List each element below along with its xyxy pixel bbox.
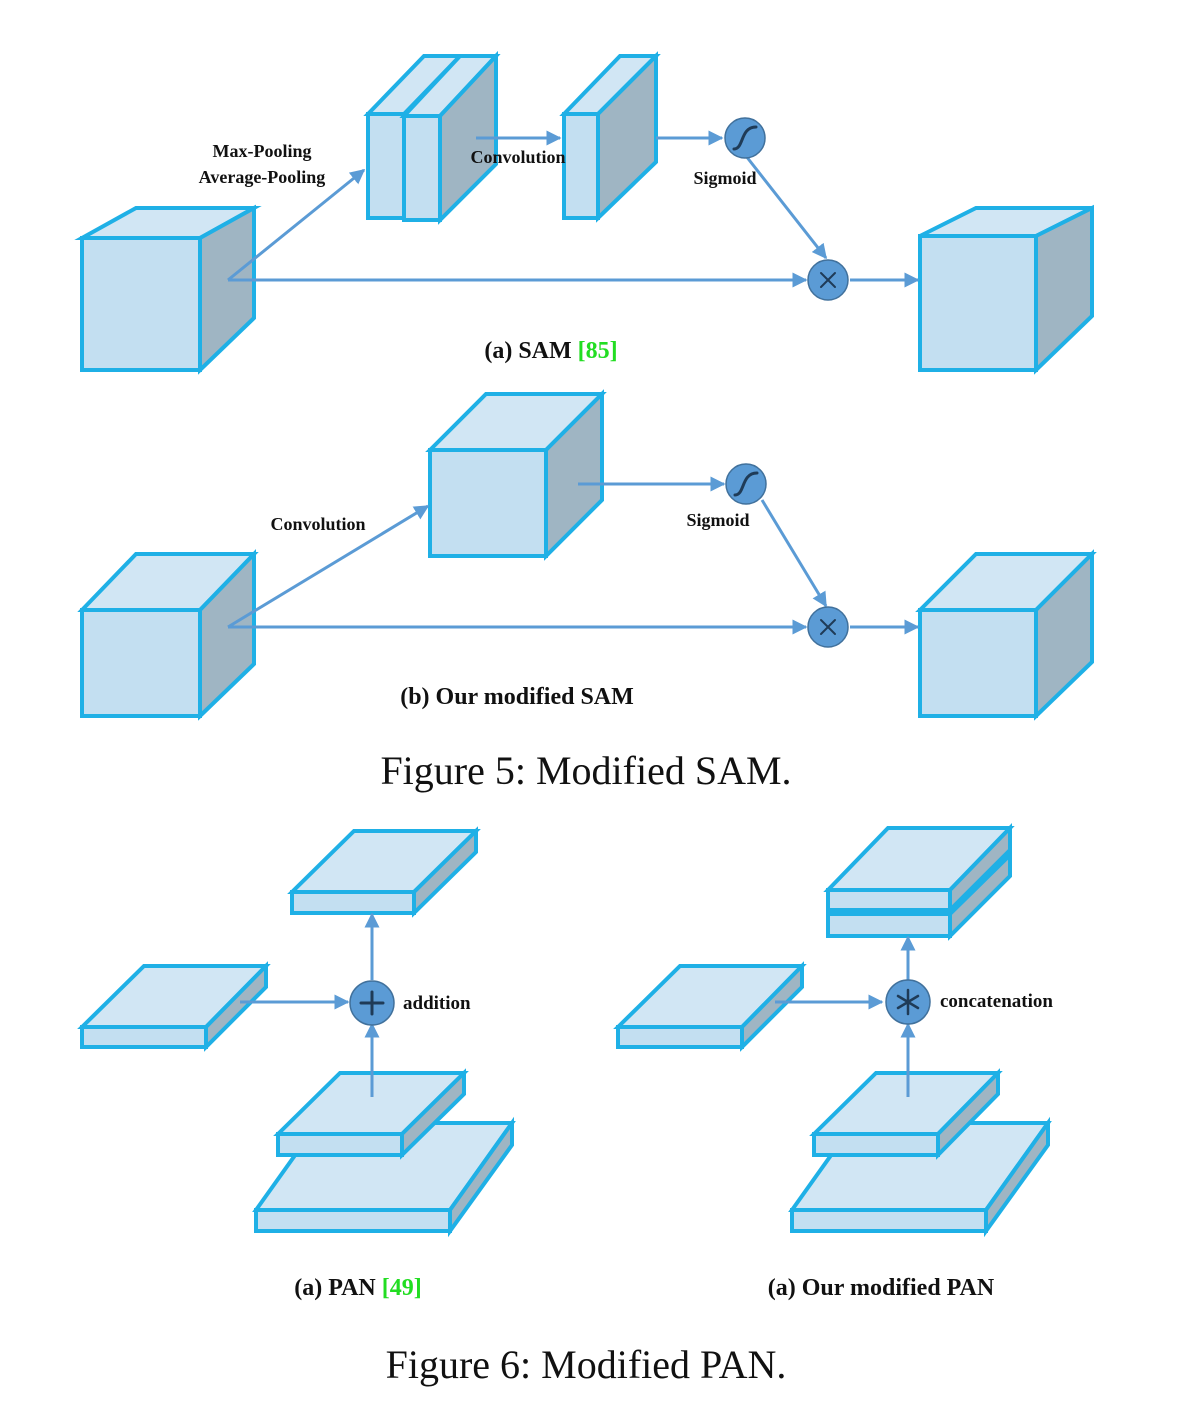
label-addition: addition xyxy=(403,993,471,1014)
panel-a-caption: (a) PAN [49] xyxy=(294,1275,422,1301)
panel-b-caption: (b) Our modified SAM xyxy=(400,684,634,710)
pooled-feature-maps xyxy=(363,50,501,225)
multiply-icon xyxy=(807,259,849,301)
label-average-pooling: Average-Pooling xyxy=(199,167,326,187)
label-convolution: Convolution xyxy=(470,147,565,167)
concatenation-icon xyxy=(885,979,931,1025)
panel-a-caption: (a) SAM [85] xyxy=(484,338,617,364)
fig5-panel-b: Convolution Sigmoid (b) Our modified SAM xyxy=(77,389,1097,721)
conv-output-cube xyxy=(425,389,607,561)
label-sigmoid: Sigmoid xyxy=(686,510,749,530)
lateral-feature-slab xyxy=(613,961,807,1052)
figure-6-caption: Figure 6: Modified PAN. xyxy=(386,1342,787,1387)
label-sigmoid: Sigmoid xyxy=(693,168,756,188)
sigmoid-icon xyxy=(724,117,766,159)
figure-5-caption: Figure 5: Modified SAM. xyxy=(380,748,791,793)
addition-icon xyxy=(349,980,395,1026)
arrow-convolution xyxy=(227,504,430,629)
citation-49[interactable]: [49] xyxy=(382,1275,422,1301)
output-feature-cube xyxy=(915,549,1097,721)
bottom-small-slab xyxy=(273,1068,469,1160)
fig5-panel-a: Max-Pooling Average-Pooling Convolution … xyxy=(74,50,1094,375)
arrow-sigmoid-to-multiply xyxy=(744,155,828,260)
conv-output-map xyxy=(559,51,661,223)
fig6-panel-a: addition (a) PAN [49] xyxy=(77,826,516,1301)
sigmoid-icon xyxy=(725,463,767,505)
input-feature-cube xyxy=(74,204,262,375)
output-feature-cube xyxy=(918,204,1094,375)
arrow-pooling xyxy=(227,168,366,282)
citation-85[interactable]: [85] xyxy=(578,338,618,364)
label-convolution: Convolution xyxy=(270,514,365,534)
arrow-sigmoid-to-multiply xyxy=(760,499,828,608)
label-max-pooling: Max-Pooling xyxy=(213,141,312,161)
input-feature-cube xyxy=(77,549,259,721)
output-feature-slab xyxy=(287,826,481,918)
bottom-small-slab xyxy=(809,1068,1003,1160)
concatenated-output-slabs xyxy=(823,823,1015,941)
label-concatenation: concatenation xyxy=(940,991,1053,1012)
multiply-icon xyxy=(807,606,849,648)
lateral-feature-slab xyxy=(77,961,271,1052)
panel-b-caption: (a) Our modified PAN xyxy=(768,1275,995,1301)
fig6-panel-b: concatenation (a) Our modified PAN xyxy=(613,823,1053,1301)
